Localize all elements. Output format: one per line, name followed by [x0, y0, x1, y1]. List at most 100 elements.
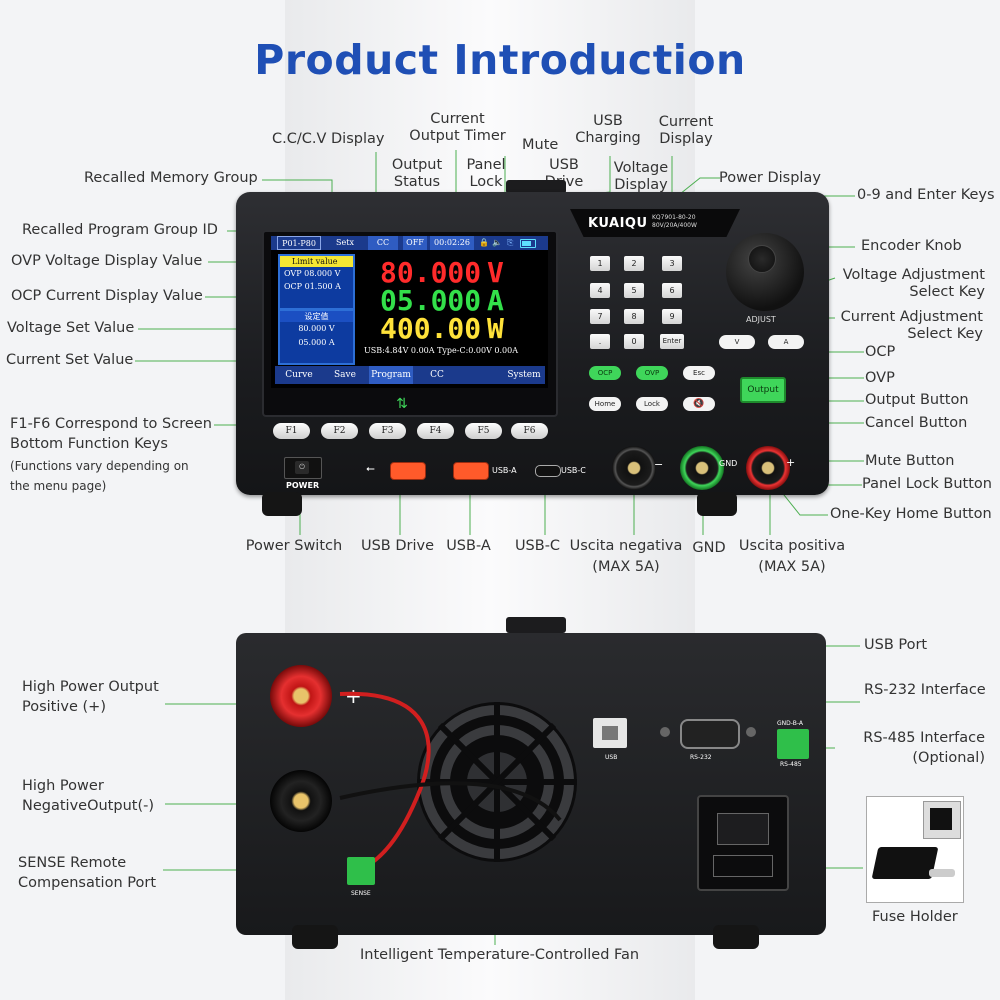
usb-a-text: USB-A	[492, 466, 517, 475]
ac-inlet[interactable]	[697, 795, 789, 891]
label-current-set-value: Current Set Value	[6, 352, 134, 368]
set-header: 设定值	[280, 311, 353, 322]
f1-button[interactable]: F1	[273, 423, 310, 439]
fuse-thumb	[923, 801, 961, 839]
label-output-button: Output Button	[865, 392, 969, 408]
program-group-indicator: P01-P80	[277, 236, 321, 250]
screw-icon	[746, 727, 756, 737]
label-current-display: Current Display	[658, 114, 714, 147]
rs232-port[interactable]	[680, 719, 740, 749]
label-usb-port: USB Port	[864, 637, 928, 653]
label-gnd: GND	[692, 540, 726, 556]
f2-button[interactable]: F2	[321, 423, 358, 439]
power-toggle-icon: ⏻	[295, 461, 309, 474]
label-rs485-interface: RS-485 Interface (Optional)	[863, 730, 985, 766]
label-output-status: Output Status	[391, 157, 443, 190]
key-2[interactable]: 2	[624, 256, 644, 271]
screen-key-cc: CC	[430, 370, 444, 380]
key-4[interactable]: 4	[590, 283, 610, 298]
high-power-negative-terminal[interactable]	[270, 770, 332, 832]
fuse-drawer	[713, 855, 773, 877]
spec-text: 80V/20A/400W	[652, 222, 697, 229]
label-ovp-voltage-display-value: OVP Voltage Display Value	[11, 253, 203, 269]
label-uscita-positiva: Uscita positiva	[738, 538, 846, 554]
lock-icon: 🔒	[479, 238, 489, 247]
limit-header: Limit value	[280, 256, 353, 267]
voltage-unit: V	[487, 256, 504, 289]
key-9[interactable]: 9	[662, 309, 682, 324]
key-6[interactable]: 6	[662, 283, 682, 298]
f3-button[interactable]: F3	[369, 423, 406, 439]
esc-button[interactable]: Esc	[683, 366, 715, 380]
voltage-display: 80.000	[380, 256, 482, 289]
f6-button[interactable]: F6	[511, 423, 548, 439]
f4-button[interactable]: F4	[417, 423, 454, 439]
screen-key-save: Save	[334, 370, 356, 380]
key-8[interactable]: 8	[624, 309, 644, 324]
label-ovp: OVP	[865, 370, 895, 386]
label-usb-c: USB-C	[514, 538, 561, 554]
screen-key-program: Program	[369, 366, 413, 384]
adjust-label: ADJUST	[746, 315, 776, 324]
encoder-knob[interactable]	[726, 233, 804, 311]
usb-text: USB	[605, 754, 618, 761]
lock-button[interactable]: Lock	[636, 397, 668, 411]
sense-port[interactable]	[347, 857, 375, 885]
arrows-icon: ⇅	[396, 396, 408, 412]
current-set: 05.000 A	[298, 338, 335, 347]
screen-key-blank	[461, 366, 501, 384]
usb-drive-port[interactable]	[390, 462, 426, 480]
label-keys-0-9: 0-9 and Enter Keys	[857, 187, 995, 203]
screw-icon	[660, 727, 670, 737]
usb-drive-icon: ⎘	[507, 238, 514, 247]
label-recalled-memory-group: Recalled Memory Group	[84, 170, 258, 186]
current-unit: A	[487, 284, 504, 317]
iec-socket	[717, 813, 769, 845]
usb-typec-info: USB:4.84V 0.00A Type-C:0.00V 0.00A	[364, 346, 519, 355]
f5-button[interactable]: F5	[465, 423, 502, 439]
key-dot[interactable]: .	[590, 334, 610, 349]
cc-cv-indicator: CC	[368, 236, 398, 250]
label-voltage-display: Voltage Display	[613, 160, 669, 193]
gnd-terminal[interactable]	[680, 446, 724, 490]
usb-a-port[interactable]	[453, 462, 489, 480]
power-display: 400.00	[380, 312, 482, 345]
voltage-select-key[interactable]: V	[719, 335, 755, 349]
positive-terminal[interactable]	[746, 446, 790, 490]
label-voltage-adj: Voltage Adjustment Select Key	[842, 267, 985, 300]
screen-key-system: System	[507, 370, 541, 380]
usb-symbol-icon: ⭠	[366, 462, 375, 475]
screen-key-curve: Curve	[285, 370, 313, 380]
fuse-holder-inset	[866, 796, 964, 903]
label-voltage-set-value: Voltage Set Value	[7, 320, 135, 336]
label-f1-f6-note: (Functions vary depending on the menu pa…	[10, 459, 189, 493]
memory-group-indicator: Setx	[336, 238, 354, 247]
ocp-button[interactable]: OCP	[589, 366, 621, 380]
label-one-key-home: One-Key Home Button	[830, 506, 992, 522]
key-3[interactable]: 3	[662, 256, 682, 271]
home-button[interactable]: Home	[589, 397, 621, 411]
negative-terminal[interactable]	[612, 446, 656, 490]
model-text: KQ7901-80-20	[652, 214, 696, 221]
power-switch[interactable]: ⏻	[284, 457, 322, 479]
key-7[interactable]: 7	[590, 309, 610, 324]
page-title: Product Introduction	[254, 36, 746, 84]
key-5[interactable]: 5	[624, 283, 644, 298]
current-select-key[interactable]: A	[768, 335, 804, 349]
mute-button[interactable]: 🔇	[683, 397, 715, 411]
output-status-indicator: OFF	[403, 236, 427, 250]
set-value-box: 设定值 80.000 V 05.000 A	[278, 309, 355, 365]
usb-b-port[interactable]	[593, 718, 627, 748]
label-f1-f6: F1-F6 Correspond to Screen Bottom Functi…	[10, 416, 212, 452]
cables	[339, 691, 562, 872]
key-enter[interactable]: Enter	[660, 334, 684, 349]
fuse-socket-icon	[930, 808, 952, 830]
key-0[interactable]: 0	[624, 334, 644, 349]
key-1[interactable]: 1	[590, 256, 610, 271]
high-power-positive-terminal[interactable]	[270, 665, 332, 727]
output-button[interactable]: Output	[740, 377, 786, 403]
knob-cap	[748, 245, 776, 273]
usb-c-port[interactable]	[535, 465, 561, 477]
ovp-button[interactable]: OVP	[636, 366, 668, 380]
rs485-port[interactable]	[777, 729, 809, 759]
